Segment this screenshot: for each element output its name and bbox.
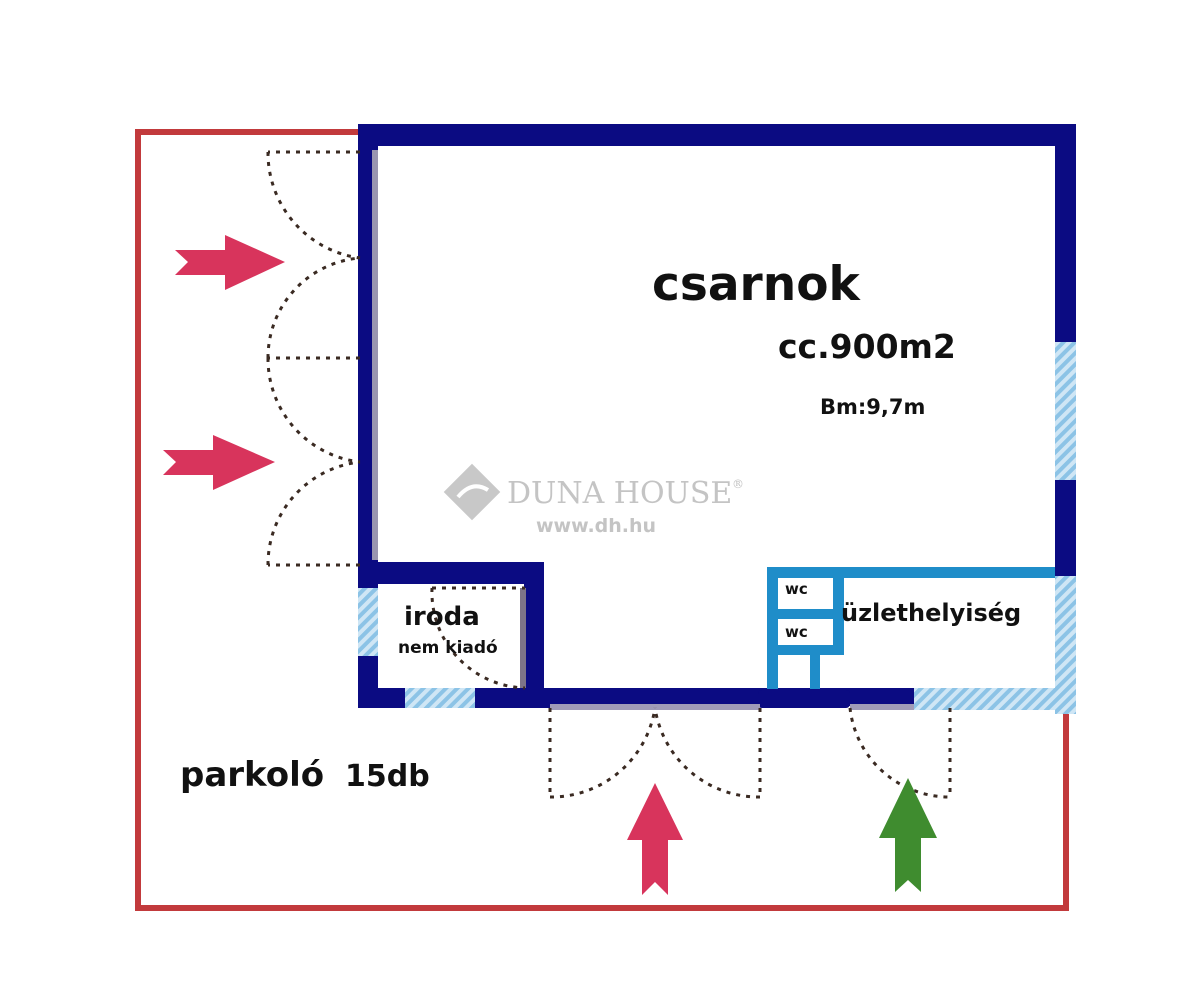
hall-area: cc.900m2 bbox=[778, 327, 956, 366]
plot-boundary bbox=[135, 129, 1069, 911]
windows bbox=[358, 342, 1076, 714]
watermark-brand: DUNA HOUSE bbox=[507, 476, 732, 511]
watermark-registered: ® bbox=[732, 477, 744, 491]
wall-shading bbox=[550, 704, 760, 710]
wc-label: wc bbox=[785, 580, 808, 598]
hall-name: csarnok bbox=[652, 257, 861, 312]
window bbox=[1055, 342, 1076, 480]
parking-label: parkoló bbox=[180, 755, 324, 795]
wall-shading bbox=[520, 588, 526, 688]
shop-entry-arrow-icon bbox=[879, 778, 937, 892]
duna-house-logo bbox=[443, 463, 501, 521]
entry-arrow-icon bbox=[175, 235, 285, 290]
shop-walls bbox=[767, 567, 1055, 689]
entry-arrow-icon bbox=[163, 435, 275, 490]
window bbox=[405, 688, 475, 708]
window bbox=[358, 588, 378, 656]
window bbox=[1055, 576, 1076, 714]
parking-count: 15db bbox=[345, 759, 430, 794]
wall-shading bbox=[372, 150, 378, 560]
office-note: nem kiadó bbox=[398, 638, 498, 658]
hall-height: Bm:9,7m bbox=[820, 395, 925, 419]
doors bbox=[266, 150, 952, 799]
shop-name: üzlethelyiség bbox=[841, 599, 1021, 627]
wall-shading bbox=[850, 704, 914, 710]
window bbox=[914, 688, 1055, 710]
watermark-url: www.dh.hu bbox=[536, 515, 656, 537]
wc-label: wc bbox=[785, 623, 808, 641]
office-name: iroda bbox=[404, 602, 480, 632]
entry-arrow-icon bbox=[627, 783, 683, 895]
